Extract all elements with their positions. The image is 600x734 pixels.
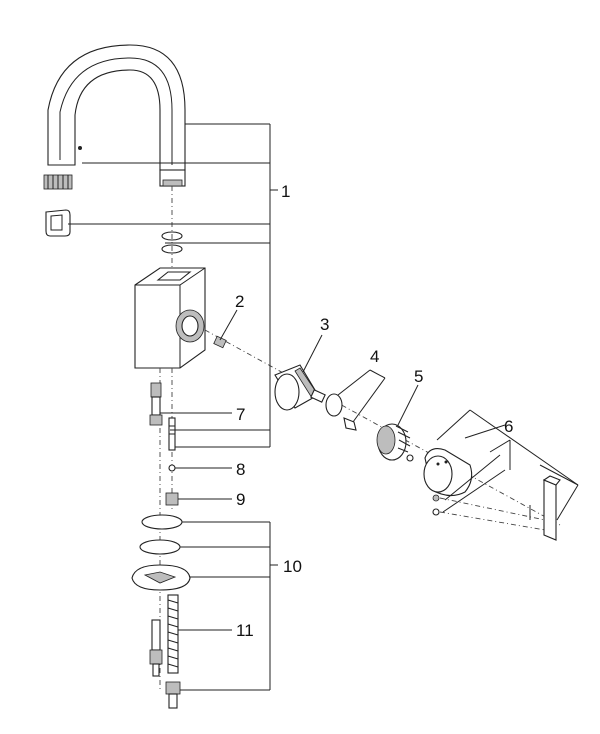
callout-11: 11 (236, 621, 254, 640)
callout-6: 6 (504, 417, 513, 436)
washer-ring-1 (141, 514, 183, 530)
hose-connector (149, 382, 163, 426)
retaining-clip-part (325, 393, 357, 431)
hose-end (149, 619, 163, 677)
lever-handle-part (406, 448, 561, 541)
callout-3: 3 (320, 315, 329, 334)
callout-10-bracket (180, 521, 278, 691)
mixer-body (134, 267, 206, 369)
callout-9: 9 (236, 490, 245, 509)
callout-7: 7 (236, 405, 245, 424)
callout-5: 5 (414, 367, 423, 386)
spout-seal (45, 209, 71, 237)
callout-6-bracket (436, 409, 579, 521)
washer-ring-2 (139, 539, 181, 555)
callout-1: 1 (281, 182, 290, 201)
callout-10: 10 (283, 557, 302, 576)
callout-8: 8 (236, 460, 245, 479)
bottom-nut (165, 681, 181, 695)
threaded-ring-part (376, 423, 411, 461)
hex-nut-9 (165, 492, 179, 506)
threaded-rod (167, 594, 179, 674)
spout-part (43, 44, 186, 190)
set-screw-part (213, 335, 227, 349)
small-nut-8 (168, 464, 176, 472)
callout-4: 4 (370, 347, 379, 366)
cartridge-part (274, 364, 326, 411)
callout-2: 2 (235, 292, 244, 311)
callout-1-bracket (68, 123, 278, 448)
